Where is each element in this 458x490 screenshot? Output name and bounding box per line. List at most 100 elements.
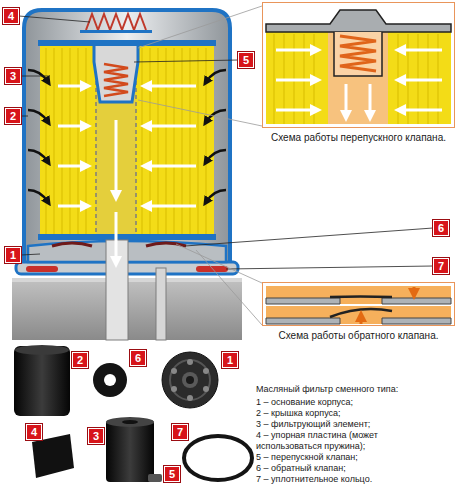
base-photo — [162, 352, 218, 408]
bypass-valve-detail — [328, 32, 388, 124]
base-photo — [182, 372, 198, 388]
seal-ring-photo — [184, 436, 252, 480]
callout-number: 5 — [238, 52, 254, 68]
inset-caption: Схема работы перепускного клапана. — [247, 132, 458, 144]
check-valve-detail — [264, 284, 453, 324]
filter-element — [38, 40, 216, 240]
callout-number: 3 — [88, 428, 104, 444]
filter-element-photo — [122, 420, 138, 424]
seal-ring — [26, 266, 228, 272]
leader-line — [21, 116, 28, 117]
leader-line — [19, 16, 90, 22]
seal-ring-photo — [184, 436, 252, 480]
bypass-valve-detail — [345, 84, 348, 116]
bypass-valve-detail — [400, 79, 442, 82]
callout-text: 7 — [173, 425, 187, 439]
check-valve-detail — [266, 286, 451, 304]
cover-photo — [14, 345, 70, 416]
clean-oil-arrow — [115, 120, 118, 196]
bypass-valve — [104, 64, 128, 96]
clean-oil-arrow — [115, 212, 118, 262]
dirty-oil-arrow — [206, 190, 226, 202]
check-valve-detail — [360, 316, 363, 324]
dirty-oil-arrow — [206, 70, 226, 82]
housing-cover — [16, 10, 238, 274]
check-valve — [52, 243, 92, 246]
check-valve-detail — [382, 298, 451, 304]
filter-element — [40, 46, 214, 236]
base-photo — [203, 386, 209, 392]
bypass-valve-detail — [400, 109, 442, 112]
bypass-valve-detail — [276, 79, 316, 82]
bypass-valve-photo — [148, 474, 162, 482]
filter-element-photo — [106, 417, 154, 427]
legend-item: 5 – перепускной клапан; — [256, 452, 431, 463]
clean-oil-arrow — [146, 85, 196, 88]
clean-oil-arrow — [58, 165, 86, 168]
seal-ring — [196, 266, 228, 272]
callout-number: 6 — [130, 350, 146, 366]
legend-item: 4 – упорная пластина (может использовать… — [256, 430, 431, 452]
dirty-oil-arrow — [28, 70, 226, 202]
check-valve-photo — [93, 363, 127, 397]
callout-text: 5 — [239, 53, 253, 67]
check-valve-detail — [382, 318, 451, 324]
thrust-plate-photo — [32, 434, 74, 478]
bypass-valve-photo — [148, 474, 162, 482]
base-photo — [171, 386, 177, 392]
dirty-oil-arrow — [28, 110, 48, 122]
clean-oil-arrow — [58, 86, 196, 262]
callout-text: 6 — [131, 351, 145, 365]
bypass-valve-detail — [276, 49, 316, 52]
dirty-oil-arrow — [206, 150, 226, 162]
leader-line — [134, 60, 238, 62]
leader-line — [226, 266, 433, 269]
filter-element-photo — [106, 417, 154, 482]
bypass-valve-detail — [340, 36, 376, 71]
bypass-valve-detail — [388, 32, 451, 124]
callout-number: 1 — [222, 352, 238, 368]
inset-box: Схема работы обратного клапана. — [262, 282, 455, 326]
base-photo — [171, 368, 177, 374]
legend-item: 6 – обратный клапан; — [256, 463, 431, 474]
bypass-valve-detail — [334, 32, 382, 76]
check-valve-detail — [413, 287, 416, 294]
thrust-plate-spring — [80, 30, 152, 33]
callout-number: 4 — [3, 8, 19, 24]
legend-item: 3 – фильтрующий элемент; — [256, 419, 431, 430]
check-valve-detail — [330, 295, 392, 298]
check-valve-detail — [330, 309, 392, 317]
clean-oil-arrow — [146, 205, 196, 208]
callout-text: 4 — [27, 425, 41, 439]
inset-connector-line — [138, 6, 262, 325]
seal-ring — [26, 266, 58, 272]
oil-channel — [156, 268, 166, 340]
thrust-plate-photo — [32, 434, 74, 478]
callout-text: 6 — [434, 221, 448, 235]
filter-element — [46, 48, 206, 234]
filter-element — [38, 40, 216, 46]
bypass-valve-detail — [264, 4, 453, 126]
inset-caption: Схема работы обратного клапана. — [247, 330, 458, 342]
callout-number: 2 — [5, 108, 21, 124]
housing-cover — [24, 10, 230, 266]
legend-heading: Масляный фильтр сменного типа: — [256, 384, 456, 395]
callout-text: 1 — [6, 248, 20, 262]
bypass-valve-detail — [400, 49, 442, 52]
bypass-valve — [94, 46, 138, 102]
callout-number: 2 — [72, 352, 88, 368]
check-valve-detail — [266, 298, 340, 304]
bypass-valve-detail — [266, 32, 328, 124]
filter-element — [38, 234, 216, 240]
check-valve-detail — [266, 306, 451, 324]
bypass-valve-detail — [264, 4, 453, 126]
check-valve-detail — [266, 318, 340, 324]
leader-line — [21, 254, 40, 255]
inset-connector-line — [176, 244, 262, 283]
base-photo — [187, 359, 193, 365]
base-photo — [187, 395, 193, 401]
base-photo — [186, 376, 194, 384]
